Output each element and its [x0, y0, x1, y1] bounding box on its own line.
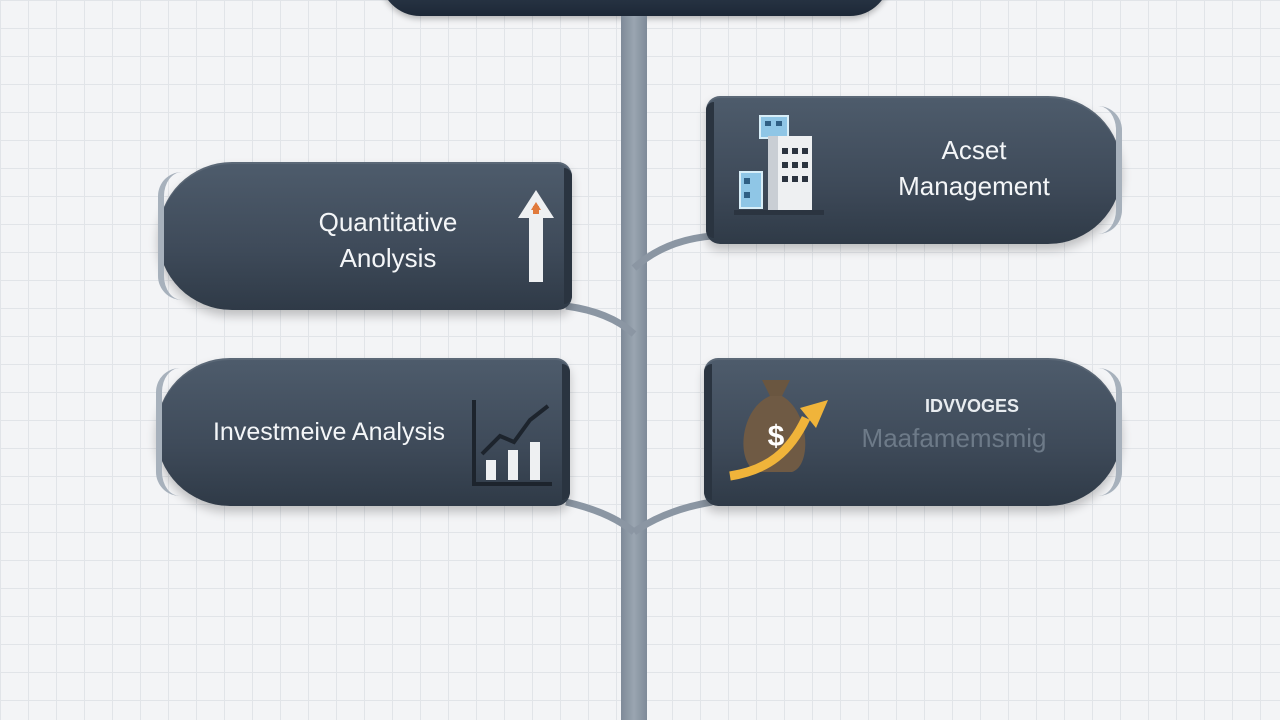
top-node [380, 0, 890, 16]
branch-wealth [631, 498, 713, 535]
trunk [621, 16, 647, 720]
up-arrow-icon [518, 190, 554, 282]
node-money-line2: Maafamemsmig [861, 423, 1047, 453]
svg-text:$: $ [768, 420, 785, 453]
branch-quantitative [565, 302, 637, 337]
node-asset-management[interactable]: Acset Management [706, 96, 1122, 244]
node-quantitative-analysis[interactable]: Quantitative Anolysis [158, 162, 572, 310]
node-money-management[interactable]: $ IDVVOGES Maafamemsmig [704, 358, 1122, 506]
node-asset-line2: Management [898, 171, 1050, 201]
bar-chart-icon [472, 400, 552, 486]
building-icon [734, 115, 824, 215]
node-money-line1: IDVVOGES [924, 396, 1020, 416]
money-bag-icon: $ [729, 380, 828, 481]
node-investment-analysis[interactable]: Investmeive Analysis [156, 358, 570, 506]
branch-investment [565, 498, 637, 535]
node-quantitative-line2: Anolysis [339, 243, 437, 273]
node-asset-line1: Acset [941, 135, 1007, 165]
branch-asset [631, 232, 713, 271]
node-quantitative-line1: Quantitative [318, 207, 458, 237]
node-investment-label: Investmeive Analysis [212, 418, 446, 446]
